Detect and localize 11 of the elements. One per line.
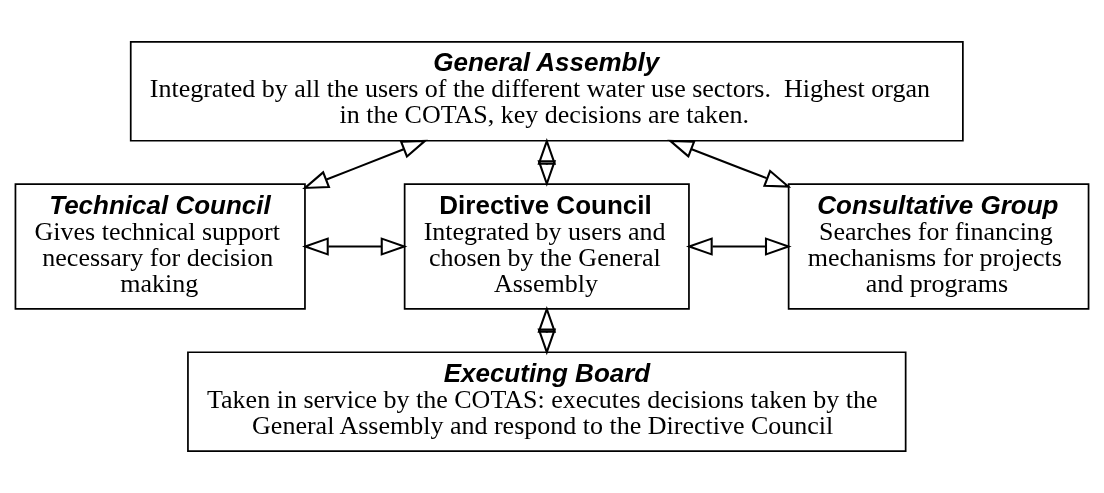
arrow — [537, 137, 557, 187]
node-box: Consultative Group Searches for financing mechanisms for projects and programs — [787, 183, 1090, 310]
node-box: Technical Council Gives technical support necessary for decision making — [14, 183, 306, 310]
arrow — [302, 139, 428, 190]
node-box: Directive Council Integrated by users and chosen by the General Assembly — [403, 183, 690, 310]
arrow — [302, 237, 408, 256]
arrow — [537, 305, 557, 356]
arrow — [667, 139, 792, 188]
arrow — [686, 237, 792, 256]
node-box: General Assembly Integrated by all the users of the different water use sectors. Highest organ in the COTAS, key decisions are taken. — [129, 41, 964, 142]
node-box: Executing Board Taken in service by the COTAS: executes decisions taken by the General Assembly and respond to the Directive Council — [187, 351, 907, 452]
